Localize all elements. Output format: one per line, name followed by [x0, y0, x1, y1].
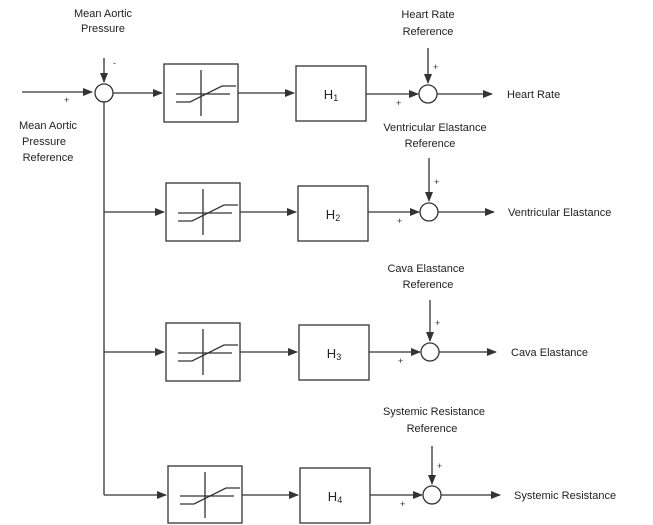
channel-2-summing-junction — [419, 202, 439, 222]
map-ref-label-line3: Reference — [23, 152, 74, 164]
channel-1-ref-label-line1: Heart Rate — [401, 9, 454, 21]
channel-2-ref-label-line1: Ventricular Elastance — [383, 122, 486, 134]
channel-3-output-label: Cava Elastance — [511, 347, 588, 359]
channel-1-sign-top: + — [433, 62, 438, 72]
channel-2-output-label: Ventricular Elastance — [508, 207, 611, 219]
channel-3-sign-left: + — [398, 356, 403, 366]
channel-2-sign-left: + — [397, 216, 402, 226]
channel-1-sign-left: + — [396, 98, 401, 108]
channel-4-sign-left: + — [400, 499, 405, 509]
map-label-line1: Mean Aortic — [74, 8, 133, 20]
channel-3-sign-top: + — [435, 318, 440, 328]
channel-1-transfer-label: H1 — [324, 87, 338, 103]
channel-4-ref-label-line1: Systemic Resistance — [383, 406, 485, 418]
channel-2-transfer-block — [297, 185, 369, 242]
channel-4-transfer-block — [299, 467, 371, 524]
map-ref-sign: + — [64, 95, 69, 105]
channel-4-summing-junction — [422, 485, 442, 505]
channel-3-ref-label-line1: Cava Elastance — [387, 263, 464, 275]
channel-4-sign-top: + — [437, 461, 442, 471]
channel-3-ref-label-line2: Reference — [403, 279, 454, 291]
main-summing-junction — [94, 83, 114, 103]
channel-4-transfer-label: H4 — [328, 489, 342, 505]
channel-1-output-label: Heart Rate — [507, 89, 560, 101]
channel-3-transfer-label: H3 — [327, 346, 341, 362]
channel-4: H4 + + Systemic Resistance Reference Sys… — [104, 406, 616, 524]
channel-3: H3 + + Cava Elastance Reference Cava Ela… — [104, 263, 588, 382]
map-sign: - — [113, 58, 116, 68]
channel-1-summing-junction — [418, 84, 438, 104]
channel-1-ref-label-line2: Reference — [403, 26, 454, 38]
channel-2-ref-label-line2: Reference — [405, 138, 456, 150]
map-label-line2: Pressure — [81, 23, 125, 35]
channel-2-transfer-label: H2 — [326, 207, 340, 223]
channel-4-ref-label-line2: Reference — [407, 423, 458, 435]
channel-4-output-label: Systemic Resistance — [514, 490, 616, 502]
channel-2: H2 + + Ventricular Elastance Reference V… — [104, 122, 611, 242]
channel-1: H1 + + Heart Rate Reference Heart Rate — [113, 9, 560, 123]
map-ref-label-line2: Pressure — [22, 136, 66, 148]
map-ref-label-line1: Mean Aortic — [19, 120, 78, 132]
channel-1-transfer-block — [295, 65, 367, 122]
channel-2-sign-top: + — [434, 177, 439, 187]
channel-3-summing-junction — [420, 342, 440, 362]
